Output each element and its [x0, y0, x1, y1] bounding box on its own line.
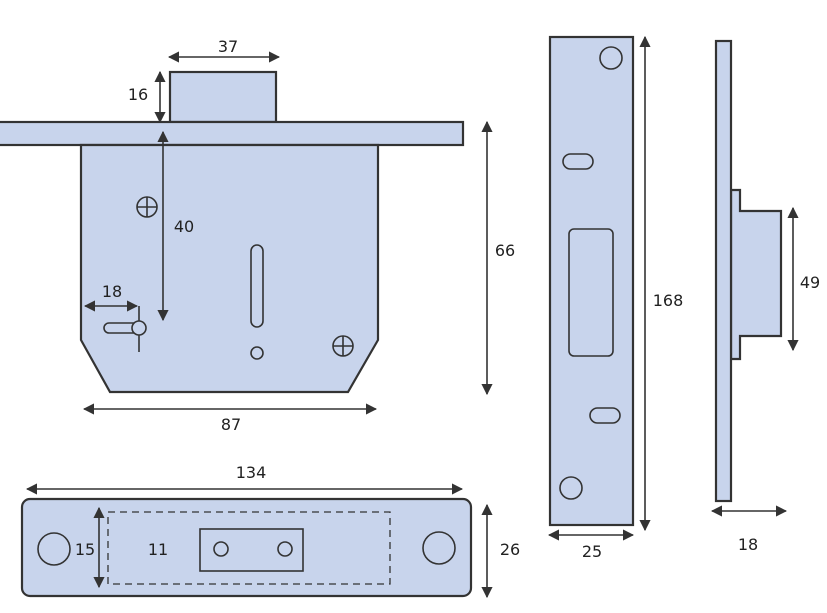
- screw-icon: [332, 335, 354, 357]
- pin-hole: [213, 541, 229, 557]
- recess-outline: [107, 511, 391, 585]
- pin-hole: [277, 541, 293, 557]
- pin-hole: [250, 346, 264, 360]
- slot: [589, 407, 621, 424]
- slot: [562, 153, 594, 170]
- dim-label-40: 40: [174, 217, 194, 236]
- dim-label-11: 11: [148, 540, 168, 559]
- keyhole: [103, 306, 147, 352]
- screw-hole: [559, 476, 583, 500]
- dim-label-15: 15: [75, 540, 95, 559]
- lock-body-view: 37 16 40 18 87 66: [0, 37, 515, 434]
- slot: [250, 244, 264, 328]
- dim-label-168: 168: [653, 291, 684, 310]
- dim-label-25: 25: [582, 542, 602, 561]
- screw-icon: [136, 196, 158, 218]
- forend-bar: [0, 120, 465, 147]
- screw-hole: [37, 532, 71, 566]
- bolt-window: [568, 228, 614, 357]
- dim-label-134: 134: [236, 463, 267, 482]
- strike-plate-edge: [714, 39, 733, 503]
- strike-side-view: 49 18: [710, 39, 820, 554]
- screw-hole: [422, 531, 456, 565]
- dim-label-37: 37: [218, 37, 238, 56]
- dim-label-26: 26: [500, 540, 520, 559]
- dim-label-87: 87: [221, 415, 241, 434]
- dim-label-66: 66: [495, 241, 515, 260]
- lock-case: [79, 143, 380, 394]
- strike-plate-view: 168 25: [547, 35, 684, 561]
- dim-label-16: 16: [128, 85, 148, 104]
- dim-label-18: 18: [102, 282, 122, 301]
- strike-box: [729, 188, 783, 361]
- forend-plate-view: 134 15 11 26: [20, 463, 520, 599]
- bolt: [168, 70, 278, 124]
- dim-label-18-side: 18: [738, 535, 758, 554]
- screw-hole: [599, 46, 623, 70]
- dim-label-49: 49: [800, 273, 820, 292]
